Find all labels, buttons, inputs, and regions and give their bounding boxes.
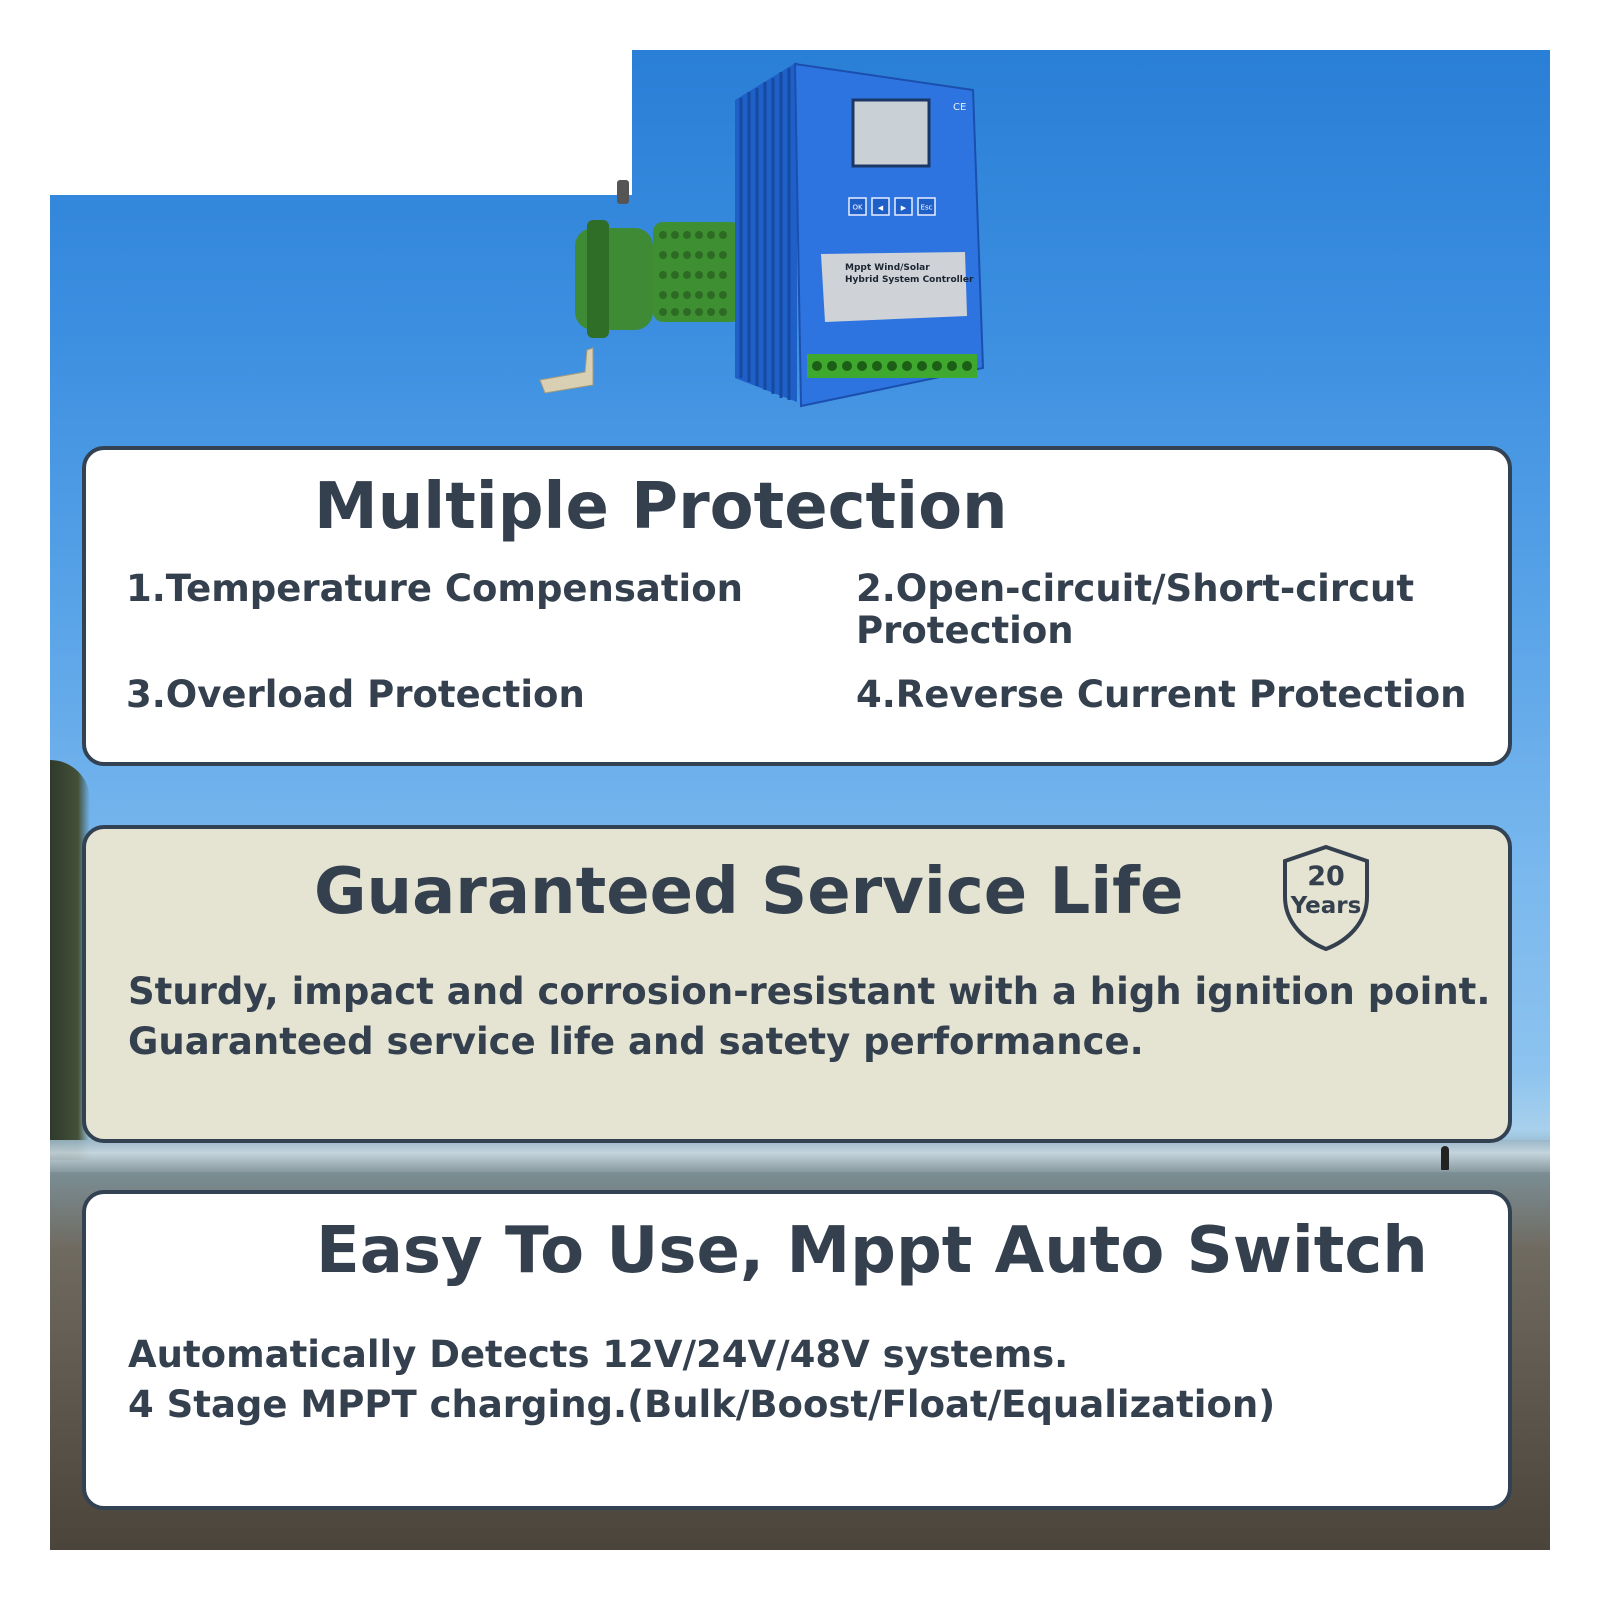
feature-reverse-current: 4.Reverse Current Protection xyxy=(856,673,1467,716)
warranty-shield-badge: 20 Years xyxy=(1279,843,1373,953)
easy-use-line2: 4 Stage MPPT charging.(Bulk/Boost/Float/… xyxy=(128,1383,1276,1426)
feature-temperature-compensation: 1.Temperature Compensation xyxy=(126,567,743,610)
svg-text:OK: OK xyxy=(852,204,863,212)
badge-years-label: Years xyxy=(1290,893,1362,919)
badge-years-number: 20 xyxy=(1307,861,1345,892)
svg-text:◀: ◀ xyxy=(878,204,884,212)
background-sea xyxy=(50,1140,1550,1172)
protection-card: Multiple Protection 1.Temperature Compen… xyxy=(82,446,1512,766)
product-label-line2: Hybrid System Controller xyxy=(845,275,974,285)
feature-open-short-circuit: 2.Open-circuit/Short-circut Protection xyxy=(856,567,1415,652)
product-label-line1: Mppt Wind/Solar xyxy=(845,263,930,273)
service-life-line2: Guaranteed service life and satety perfo… xyxy=(128,1020,1144,1063)
easy-use-card: Easy To Use, Mppt Auto Switch Automatica… xyxy=(82,1190,1512,1510)
feature-overload: 3.Overload Protection xyxy=(126,673,585,716)
svg-text:Esc: Esc xyxy=(921,204,933,212)
service-life-card: Guaranteed Service Life 20 Years Sturdy,… xyxy=(82,825,1512,1143)
protection-title: Multiple Protection xyxy=(314,470,1008,544)
easy-use-title: Easy To Use, Mppt Auto Switch xyxy=(316,1214,1428,1288)
background-white-corner xyxy=(50,50,632,195)
service-life-title: Guaranteed Service Life xyxy=(314,855,1184,929)
controller-product-image: CE OK ◀ ▶ Esc Mppt Wind/Solar Hybrid Syste… xyxy=(539,62,985,408)
easy-use-line1: Automatically Detects 12V/24V/48V system… xyxy=(128,1333,1069,1376)
svg-text:▶: ▶ xyxy=(901,204,907,212)
ce-mark: CE xyxy=(953,102,966,113)
shield-icon xyxy=(1283,844,1369,952)
background-person xyxy=(1441,1146,1449,1170)
service-life-line1: Sturdy, impact and corrosion-resistant w… xyxy=(128,970,1491,1013)
